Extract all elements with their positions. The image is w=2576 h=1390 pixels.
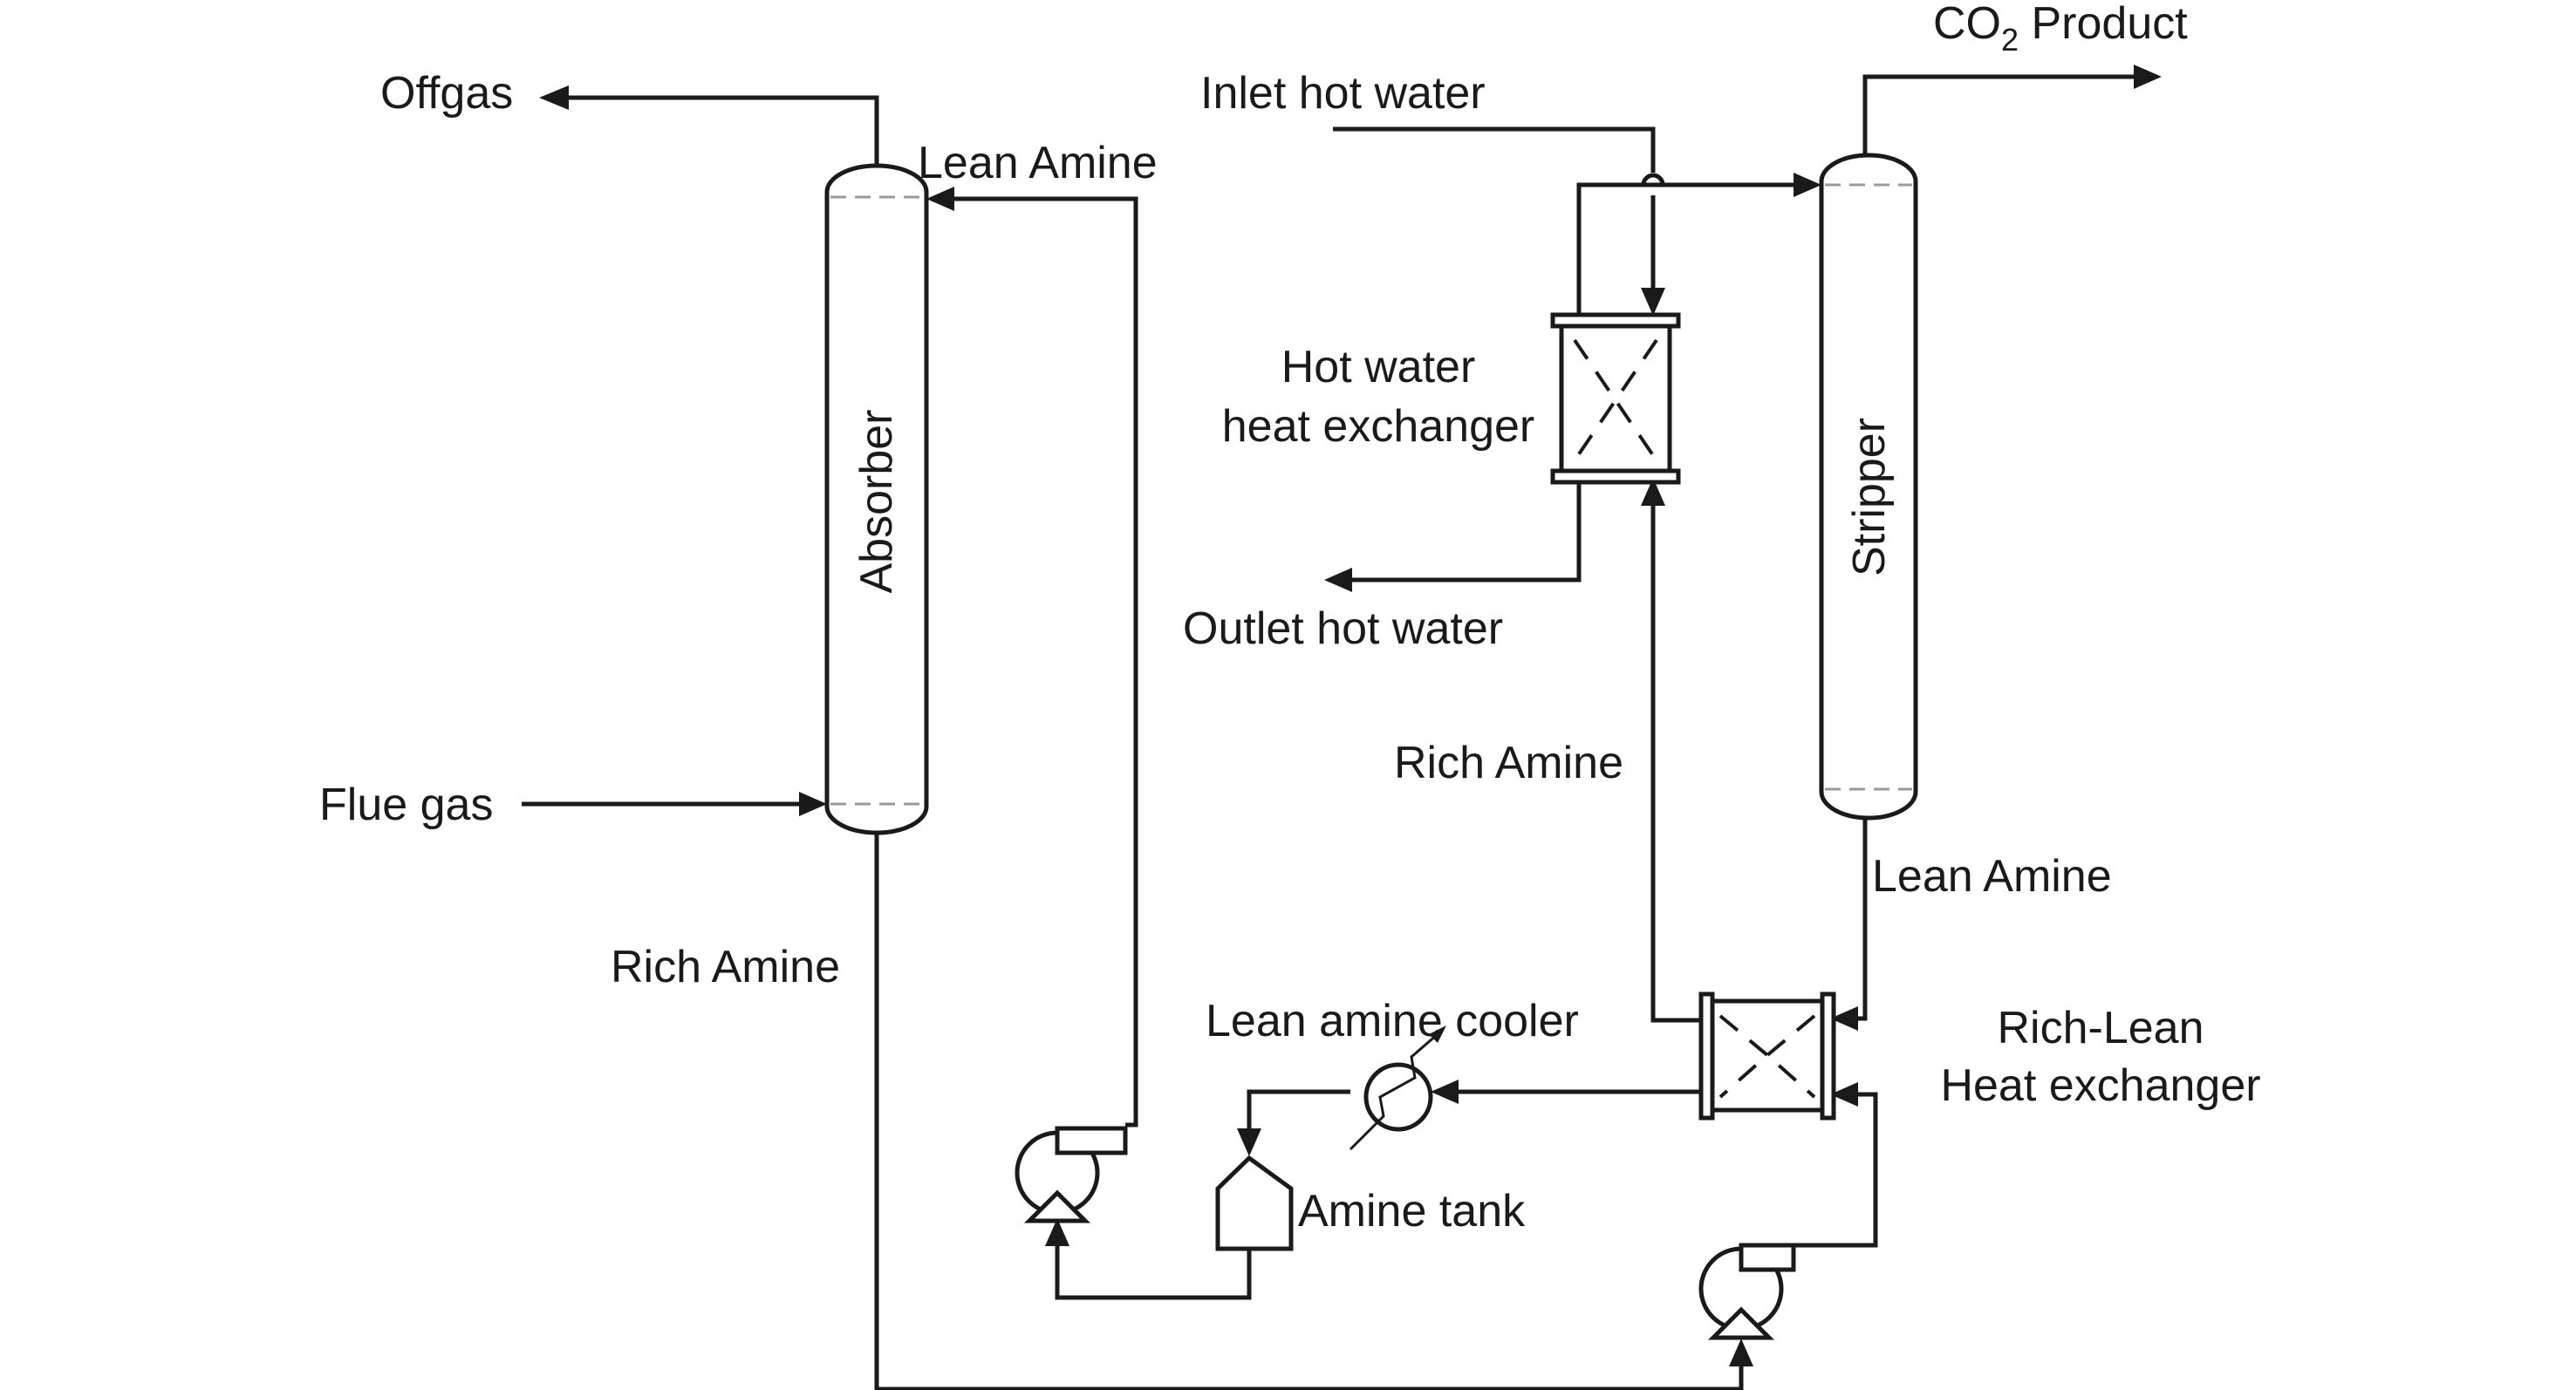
rich-lean-hx-rich-inlet-arrowhead	[1830, 1082, 1858, 1107]
offgas-line	[565, 95, 879, 179]
rich-pump-inlet-arrowhead	[1729, 1339, 1753, 1366]
absorber-label: Absorber	[851, 410, 902, 594]
co2-subscript: 2	[2001, 22, 2019, 58]
lean-amine-stripper-label: Lean Amine	[1872, 851, 2112, 902]
outlet-hot-water-line	[1350, 480, 1582, 583]
stripper-feed-line	[1576, 182, 1795, 321]
amine-tank-label: Amine tank	[1298, 1186, 1526, 1237]
absorber-column	[824, 163, 929, 835]
hot-water-hx-inlet-arrowhead	[1641, 288, 1665, 316]
rich-amine-absorber-label: Rich Amine	[611, 942, 840, 992]
stripper-column	[1819, 153, 1918, 821]
inlet-hot-water-line	[1333, 126, 1656, 173]
lean-amine-return-line	[953, 196, 1138, 1128]
inlet-hot-water-label: Inlet hot water	[1200, 68, 1486, 119]
hot-water-hx-rich-inlet-arrowhead	[1641, 478, 1665, 506]
rich-pump-outlet-line	[1771, 1092, 1878, 1248]
outlet-hot-water-arrowhead	[1324, 568, 1352, 592]
offgas-arrowhead	[539, 85, 569, 110]
co2-product-arrowhead	[2134, 65, 2162, 89]
flue-gas-label: Flue gas	[319, 780, 493, 830]
rich-lean-hx-label-line1: Rich-Lean	[1997, 1003, 2204, 1053]
rich-amine-bottom-line	[874, 833, 1744, 1390]
line-crossover-hop	[1641, 173, 1665, 186]
lean-pump-inlet-arrowhead	[1045, 1218, 1069, 1246]
offgas-label: Offgas	[380, 68, 513, 119]
lean-amine-pump	[1015, 1126, 1128, 1223]
lean-amine-absorber-label: Lean Amine	[918, 138, 1158, 188]
stripper-label: Stripper	[1844, 418, 1895, 576]
lean-amine-stripper-outlet-line	[1856, 820, 1868, 1021]
hot-water-hx-label-line2: heat exchanger	[1222, 401, 1535, 452]
amine-tank-inlet-arrowhead	[1237, 1128, 1261, 1156]
cooler-to-tank-line	[1247, 1089, 1350, 1132]
co2-suffix: Product	[2019, 0, 2188, 49]
outlet-hot-water-label: Outlet hot water	[1183, 603, 1503, 654]
rich-amine-pump	[1698, 1243, 1796, 1340]
co2-product-label: CO2 Product	[1933, 0, 2188, 58]
hot-water-heat-exchanger	[1550, 312, 1681, 485]
lean-amine-cooler-label: Lean amine cooler	[1206, 996, 1579, 1046]
co2-prefix: CO	[1933, 0, 2001, 49]
labels: Offgas Lean Amine Absorber Flue gas Rich…	[319, 0, 2261, 1237]
amine-tank	[1215, 1155, 1294, 1251]
hot-water-hx-label-line1: Hot water	[1281, 342, 1476, 392]
rich-lean-heat-exchanger	[1698, 991, 1836, 1121]
piping	[522, 65, 2162, 1390]
cooler-inlet-arrowhead	[1431, 1080, 1459, 1104]
lean-amine-absorber-arrowhead	[926, 187, 954, 211]
rich-lean-hx-label-line2: Heat exchanger	[1940, 1060, 2260, 1111]
flue-gas-arrowhead	[799, 792, 827, 816]
tank-to-lean-pump-line	[1055, 1243, 1252, 1300]
stripper-feed-arrowhead	[1794, 173, 1821, 197]
rich-lean-hx-lean-inlet-arrowhead	[1830, 1006, 1858, 1031]
rich-amine-riser-line	[1650, 501, 1701, 1023]
lean-amine-cooler	[1349, 1025, 1446, 1151]
co2-product-line	[1862, 74, 2135, 157]
rich-amine-stripper-label: Rich Amine	[1394, 738, 1623, 788]
